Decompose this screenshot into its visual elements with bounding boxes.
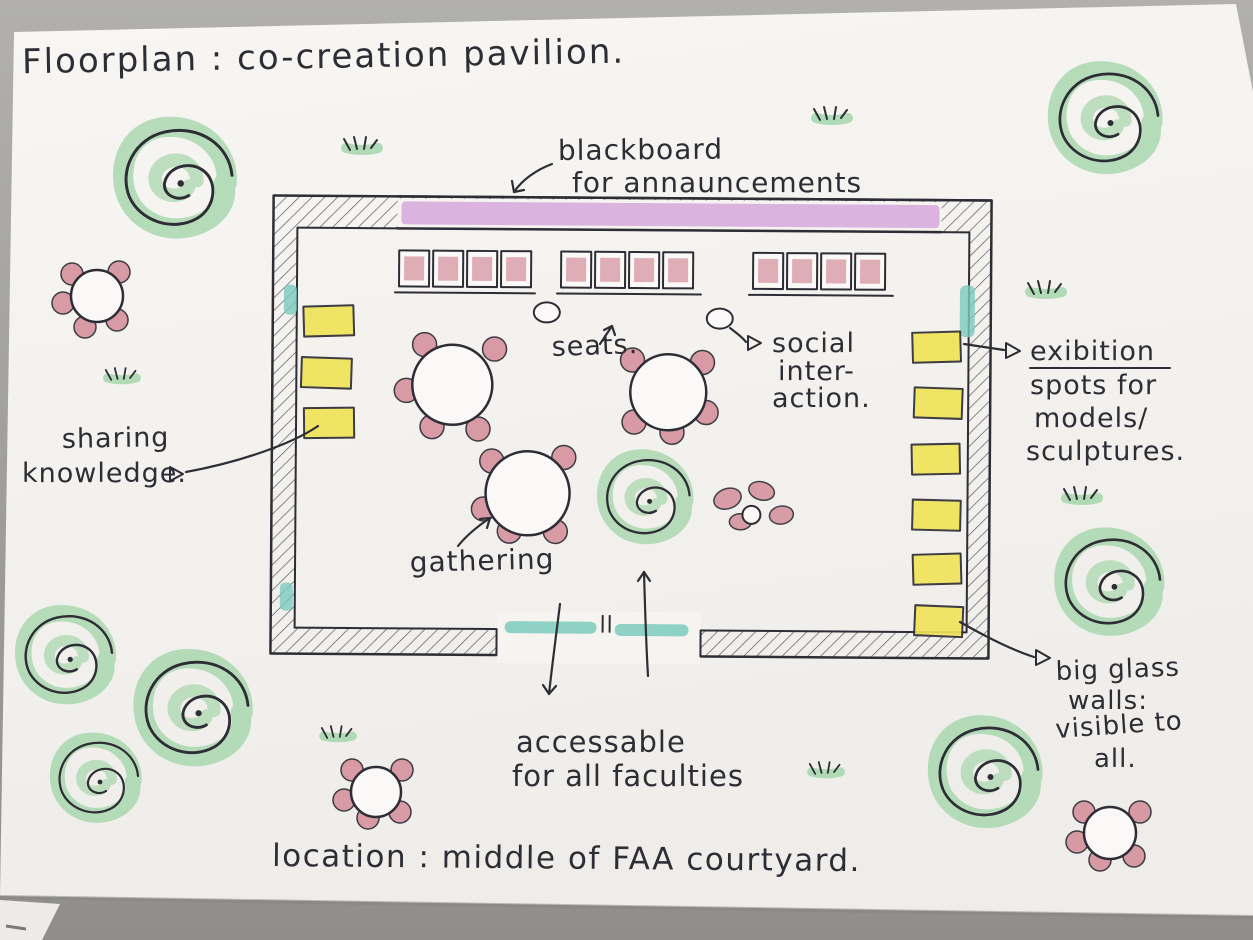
corner-scrap-mark bbox=[5, 924, 27, 931]
label-glass-line4: all. bbox=[1094, 744, 1137, 774]
label-glass-line1: big glass bbox=[1055, 653, 1180, 687]
label-exhibition-line3: models/ bbox=[1034, 403, 1148, 434]
entrance-gap-clear bbox=[496, 611, 701, 665]
arrow-to-seat bbox=[598, 324, 617, 346]
label-social-line2: inter- bbox=[778, 356, 855, 387]
arrow-accessible-up bbox=[636, 570, 652, 678]
chair bbox=[481, 336, 508, 362]
table-with-chairs bbox=[393, 331, 508, 442]
label-accessible-line2: for all faculties bbox=[512, 759, 744, 793]
exhibition-spot bbox=[911, 552, 963, 586]
exhibition-spot bbox=[912, 386, 964, 420]
glass-wall-teal-mark bbox=[959, 285, 975, 338]
locker bbox=[785, 252, 819, 291]
exhibition-spot bbox=[911, 498, 962, 532]
locker bbox=[751, 251, 785, 291]
cushion-cluster bbox=[713, 480, 795, 531]
label-seats: seats. bbox=[551, 329, 638, 363]
locker bbox=[627, 250, 661, 290]
exhibition-spot bbox=[911, 330, 962, 364]
sharing-spot bbox=[302, 304, 356, 338]
round-table bbox=[629, 353, 708, 432]
label-glass-line2: walls: bbox=[1068, 686, 1148, 716]
exhibition-spot-column bbox=[910, 330, 965, 639]
round-table bbox=[484, 450, 571, 537]
sharing-spot bbox=[302, 406, 356, 440]
outdoor-table bbox=[1065, 800, 1152, 872]
label-blackboard-line2: for annauncements bbox=[572, 166, 862, 199]
label-social-line1: social bbox=[772, 328, 855, 359]
round-table bbox=[349, 765, 403, 819]
small-table bbox=[741, 504, 762, 525]
locker bbox=[397, 249, 431, 288]
round-table bbox=[411, 343, 494, 427]
arrow-gathering bbox=[456, 516, 492, 548]
exhibition-spot bbox=[913, 604, 965, 639]
chair bbox=[619, 347, 646, 373]
label-exhibition-line1: exibition bbox=[1030, 336, 1155, 367]
exhibition-spot bbox=[910, 442, 962, 476]
entrance-teal-mark bbox=[614, 623, 689, 637]
table-with-chairs bbox=[619, 347, 719, 446]
pavilion-building bbox=[269, 194, 993, 665]
locker bbox=[559, 250, 593, 289]
sharing-spot bbox=[299, 356, 353, 390]
label-exhibition-line2: spots for bbox=[1030, 370, 1157, 401]
round-table bbox=[69, 268, 125, 324]
label-gathering: gathering bbox=[409, 542, 555, 579]
seat-oval bbox=[705, 307, 734, 330]
blackboard-zone-lines bbox=[396, 195, 993, 234]
label-blackboard-line1: blackboard bbox=[558, 133, 723, 167]
locker bbox=[499, 250, 533, 289]
arrow-accessible-down bbox=[541, 602, 562, 696]
locker bbox=[819, 252, 853, 291]
seat-oval bbox=[532, 301, 561, 324]
paper-shadow-edge bbox=[0, 895, 1253, 919]
label-location: location : middle of FAA courtyard. bbox=[272, 838, 861, 879]
chair bbox=[1128, 800, 1152, 824]
glass-wall-teal-mark bbox=[279, 582, 293, 611]
label-exhibition-line4: sculptures. bbox=[1026, 436, 1185, 467]
label-sharing-line1: sharing bbox=[62, 422, 170, 455]
sharing-spot-column bbox=[299, 304, 356, 440]
arrow-exhibition bbox=[962, 342, 1021, 359]
outdoor-table bbox=[51, 260, 131, 339]
arrow-big-glass bbox=[958, 620, 1051, 666]
corner-paper-scrap bbox=[0, 900, 60, 940]
entrance-gap-edges bbox=[495, 628, 702, 658]
locker bbox=[465, 249, 499, 289]
locker bbox=[661, 251, 695, 290]
locker bbox=[431, 249, 465, 288]
glass-wall-teal-mark bbox=[283, 284, 297, 315]
outdoor-table bbox=[332, 758, 414, 830]
locker bbox=[853, 252, 887, 291]
locker bbox=[593, 250, 627, 289]
arrow-to-social bbox=[728, 326, 762, 351]
label-sharing-line2: knowledge. bbox=[22, 458, 187, 489]
entrance-tick-marks bbox=[601, 614, 611, 633]
round-table bbox=[1082, 805, 1138, 861]
label-accessible-line1: accessable bbox=[516, 725, 686, 759]
chair bbox=[390, 758, 414, 782]
label-social-line3: action. bbox=[772, 383, 871, 414]
blackboard-strip bbox=[401, 201, 940, 229]
arrow-to-blackboard bbox=[510, 162, 554, 194]
table-with-chairs bbox=[470, 444, 577, 545]
entrance-teal-mark bbox=[504, 621, 597, 634]
locker-row bbox=[393, 249, 894, 297]
arrow-sharing-knowledge bbox=[169, 424, 320, 482]
